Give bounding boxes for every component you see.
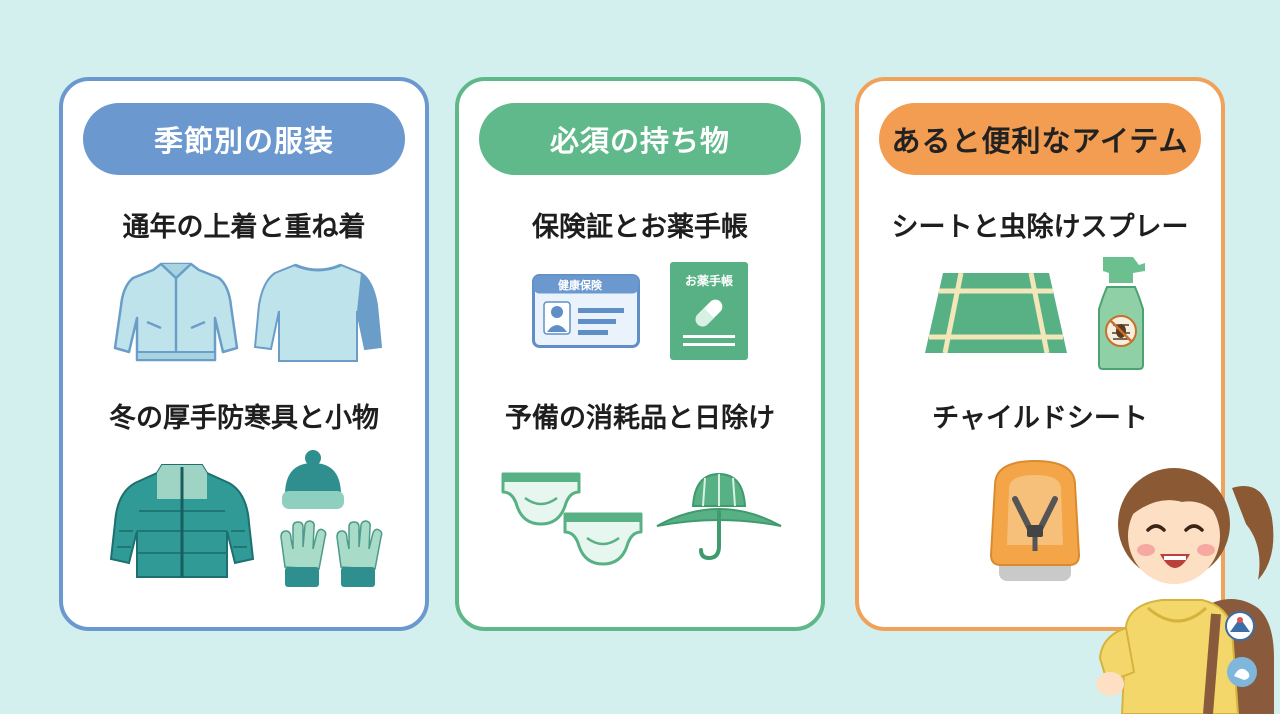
jacket-icon: [113, 262, 239, 362]
diapers-icon: [501, 472, 643, 566]
insurance-card-label: 健康保険: [558, 278, 603, 292]
child-seat-label: チャイルドシート: [932, 403, 1148, 434]
medicine-book-label: お薬手帳: [685, 273, 733, 288]
spare-supplies-and-shade-label: 予備の消耗品と日除け: [505, 403, 775, 434]
convenient-heading: あると便利なアイテム: [879, 103, 1201, 175]
sun-hat-icon: [656, 472, 782, 561]
girl-mascot-illustration: [1096, 468, 1274, 714]
essentials-heading: 必須の持ち物: [479, 103, 801, 175]
insurance-and-medicine-label: 保険証とお薬手帳: [532, 212, 748, 243]
beanie-icon: [282, 450, 344, 509]
picnic-mat-icon: [925, 272, 1067, 354]
medicine-book-icon: お薬手帳: [670, 262, 748, 360]
essentials-card: 必須の持ち物 保険証とお薬手帳 健康保険 お薬手帳 予備の消耗品と日除け: [455, 77, 825, 631]
winter-gear-label: 冬の厚手防寒具と小物: [109, 403, 379, 434]
mat-and-repellent-label: シートと虫除けスプレー: [891, 212, 1189, 243]
clothing-heading: 季節別の服装: [83, 103, 405, 175]
year-round-layers-label: 通年の上着と重ね着: [122, 212, 366, 243]
sweater-icon: [253, 263, 383, 362]
repellent-spray-icon: [1098, 257, 1145, 370]
gloves-icon: [280, 520, 383, 587]
clothing-card: 季節別の服装 通年の上着と重ね着 冬の厚手防寒具と小物: [59, 77, 429, 631]
child-car-seat-icon: [989, 459, 1081, 581]
insurance-card-icon: 健康保険: [532, 274, 640, 348]
down-jacket-icon: [109, 464, 255, 578]
convenient-items-card: あると便利なアイテム シートと虫除けスプレー チャイルドシート: [855, 77, 1225, 631]
